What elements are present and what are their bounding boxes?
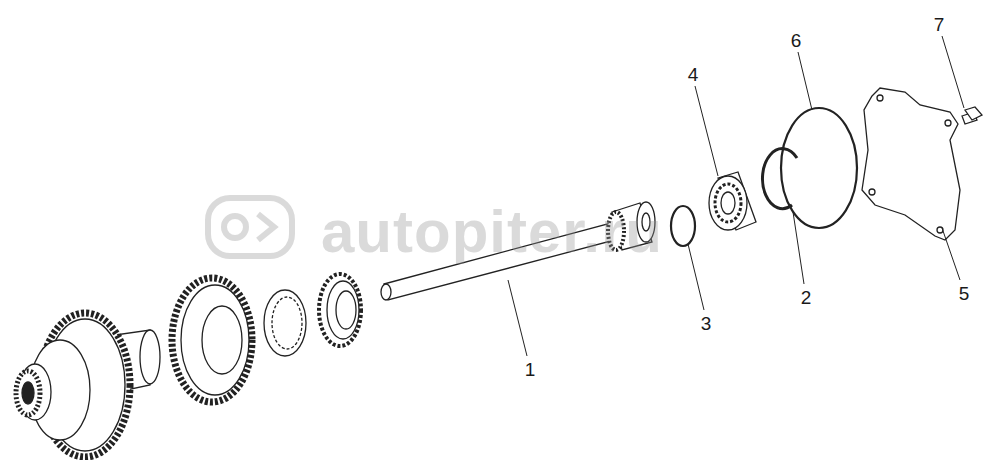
leader-line [508,36,964,356]
cover-plate [862,88,960,240]
bearing [319,274,361,346]
callout-number: 2 [801,288,812,307]
callout-number: 3 [701,314,712,333]
callout-number: 6 [791,31,802,50]
watermark-logo [208,198,292,256]
gear [172,278,252,402]
callout-number: 5 [959,284,970,303]
gear-cluster [16,313,160,457]
callout-number: 7 [934,15,945,34]
synchro-ring [264,290,306,356]
circlip [762,149,797,209]
snap-ring [671,206,695,246]
watermark-logo [224,216,246,238]
o-ring [781,108,857,228]
callout-number: 4 [688,65,699,84]
callout-number: 1 [525,360,536,379]
bolt [962,107,982,124]
watermark: autopiter.ru [321,202,663,262]
ball-bearing [709,172,756,230]
watermark-logo [258,214,274,240]
